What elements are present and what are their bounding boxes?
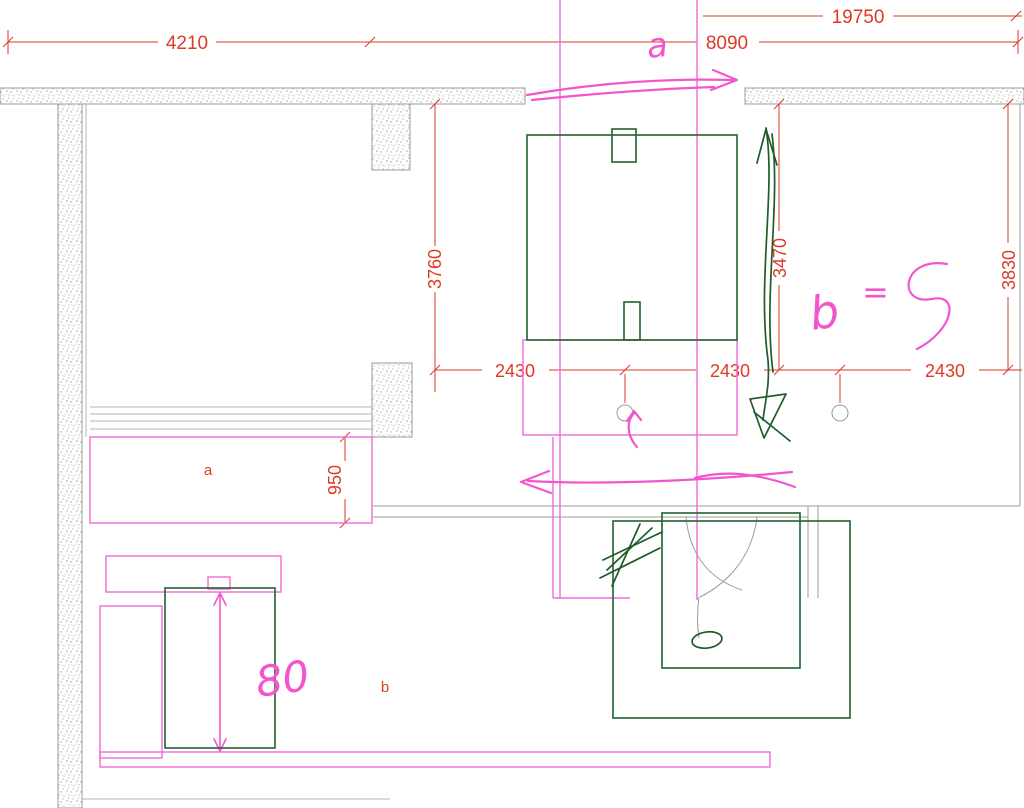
pink-sketch-marks: a b = 80 [253, 25, 951, 707]
green-sketch-marks [599, 127, 791, 650]
dimension-lines [2, 10, 1024, 529]
sketch-letter-a: a [645, 25, 670, 67]
sketch-equals: = [862, 273, 889, 311]
label-area-b: b [381, 679, 389, 696]
wardrobe-jamb-top [611, 128, 637, 163]
dim-3830: 3830 [999, 250, 1019, 290]
wardrobe-jamb-bottom [623, 301, 641, 341]
label-area-a: a [204, 462, 213, 479]
drain-blob-sketch [691, 630, 723, 650]
wall-left [57, 103, 83, 808]
green-cad-geometry [164, 128, 851, 749]
dim-3760: 3760 [425, 249, 445, 289]
wall-pier-lower [371, 362, 413, 438]
magenta-cad-geometry [89, 0, 771, 768]
sketch-number-80: 80 [253, 651, 313, 707]
bottom-strip [99, 751, 771, 768]
s-curve-sketch [907, 262, 951, 351]
dimension-labels: 19750 4210 8090 3760 3470 3830 2430 2430… [166, 7, 1019, 696]
sketch-letter-b: b [806, 283, 842, 341]
arrow-right-sketch [525, 68, 739, 102]
bed-rect [164, 587, 276, 749]
scribble-cross [599, 523, 663, 587]
window-sill-lines [90, 406, 372, 430]
dim-950: 950 [325, 465, 345, 495]
dim-2430-2: 2430 [710, 361, 750, 381]
cabinet-rect [105, 555, 282, 593]
shower-inner-rect [661, 512, 801, 669]
tall-cabinet [99, 605, 163, 759]
length-arrow [213, 592, 227, 752]
small-squiggle-arrow [625, 409, 643, 449]
height-arrow-sketch [749, 127, 791, 442]
dim-19750: 19750 [832, 7, 885, 28]
walls [0, 87, 1024, 808]
shower-outer-rect [612, 520, 851, 719]
column-circle-2 [831, 404, 849, 422]
dim-8090: 8090 [706, 33, 748, 54]
counter-rect-a [89, 436, 373, 524]
wall-top-left [0, 87, 526, 105]
duct-corner-line [552, 437, 630, 599]
cabinet-handle [207, 576, 231, 590]
dim-4210: 4210 [166, 33, 208, 54]
wall-top-right [744, 87, 1024, 105]
dim-2430-1: 2430 [495, 361, 535, 381]
wall-pier-upper [371, 103, 411, 171]
gray-details [82, 104, 1021, 800]
dim-3470: 3470 [770, 238, 790, 278]
arrow-left-sketch [519, 469, 797, 495]
dim-2430-3: 2430 [925, 361, 965, 381]
wardrobe-rect [526, 134, 738, 341]
